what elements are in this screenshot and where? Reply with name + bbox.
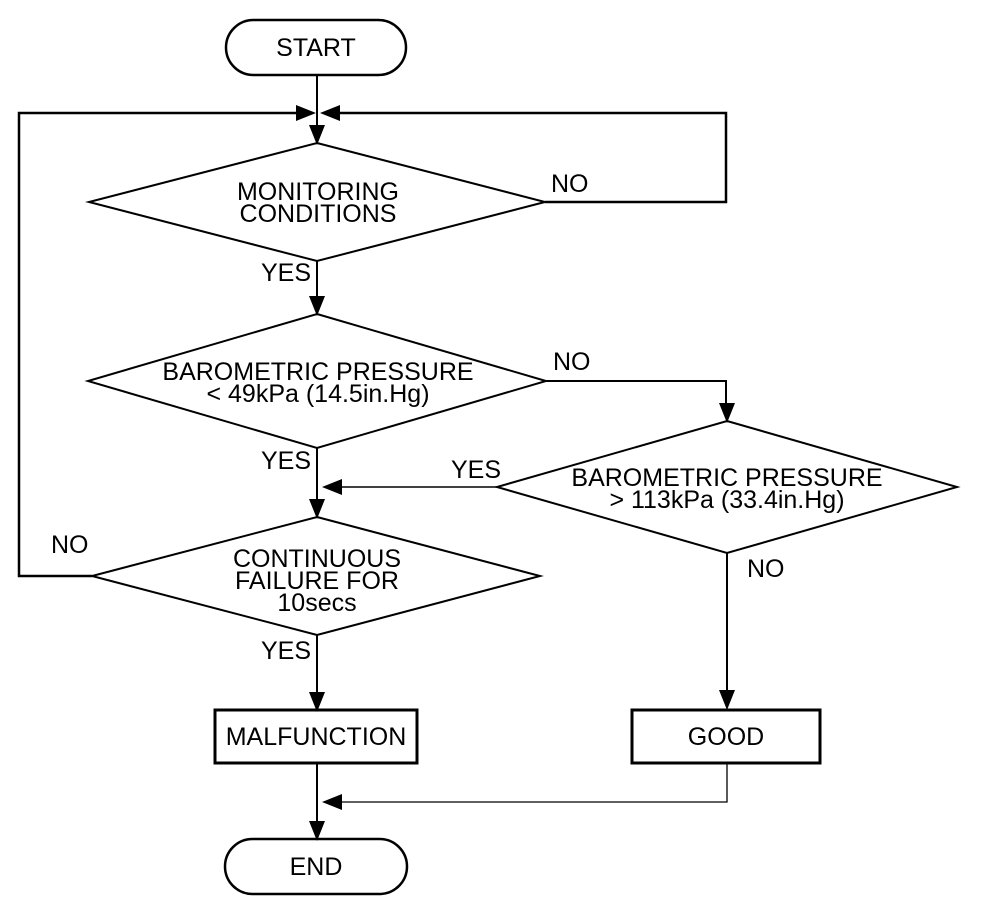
arrowhead-pressure-high-yes-merge [322,479,342,495]
connector-monitoring-no-loop [340,111,728,204]
arrowhead-into-monitoring [309,125,325,145]
pressure-low-decision [84,312,550,450]
arrowhead-layer [296,105,735,841]
pressure-high-label-line1: BAROMETRIC PRESSURE [571,464,882,492]
node-text-layer: START MONITORING CONDITIONS BAROMETRIC P… [162,34,882,881]
pressure-low-label-line1: BAROMETRIC PRESSURE [162,358,473,386]
end-terminator [223,837,409,896]
connector-layer [17,75,728,823]
monitoring-label-line2: CONDITIONS [240,200,397,228]
start-label: START [276,34,356,62]
start-terminator [224,18,408,77]
shape-layer [84,18,961,896]
arrowhead-into-pressure-high [719,403,735,423]
connector-good-to-end [340,763,728,803]
good-label: GOOD [688,723,764,751]
connector-pressure-low-no [546,380,727,405]
pressure-low-label-line2: < 49kPa (14.5in.Hg) [206,380,429,408]
arrowhead-into-end [309,821,325,841]
arrowhead-good-merge [322,794,342,810]
label-pressure-low-no: NO [553,348,591,376]
edge-label-layer: NO YES NO YES YES NO NO YES [51,170,785,665]
label-pressure-high-no: NO [747,555,785,583]
arrowhead-left-loop-into-junction [296,105,316,121]
label-continuous-failure-yes: YES [261,637,311,665]
continuous-failure-decision [88,515,544,637]
label-pressure-high-yes: YES [451,456,501,484]
malfunction-label: MALFUNCTION [226,723,407,751]
arrowhead-right-loop-into-junction [320,105,340,121]
continuous-failure-label-line2: FAILURE FOR [235,567,399,595]
continuous-failure-label-line1: CONTINUOUS [233,545,401,573]
end-label: END [290,853,343,881]
label-monitoring-yes: YES [261,259,311,287]
pressure-high-decision [493,419,961,555]
connector-continuous-failure-no-loop [17,111,296,578]
continuous-failure-label-line3: 10secs [277,589,356,617]
arrowhead-into-pressure-low [309,296,325,316]
arrowhead-into-good [719,690,735,710]
label-monitoring-no: NO [551,170,589,198]
arrowhead-into-malfunction [309,692,325,712]
label-pressure-low-yes: YES [261,447,311,475]
arrowhead-into-continuous-failure [309,499,325,519]
good-box [630,708,822,765]
malfunction-box [213,708,419,765]
monitoring-label-line1: MONITORING [237,178,399,206]
label-continuous-failure-no: NO [51,531,89,559]
monitoring-decision [85,141,549,263]
pressure-high-label-line2: > 113kPa (33.4in.Hg) [609,486,844,514]
